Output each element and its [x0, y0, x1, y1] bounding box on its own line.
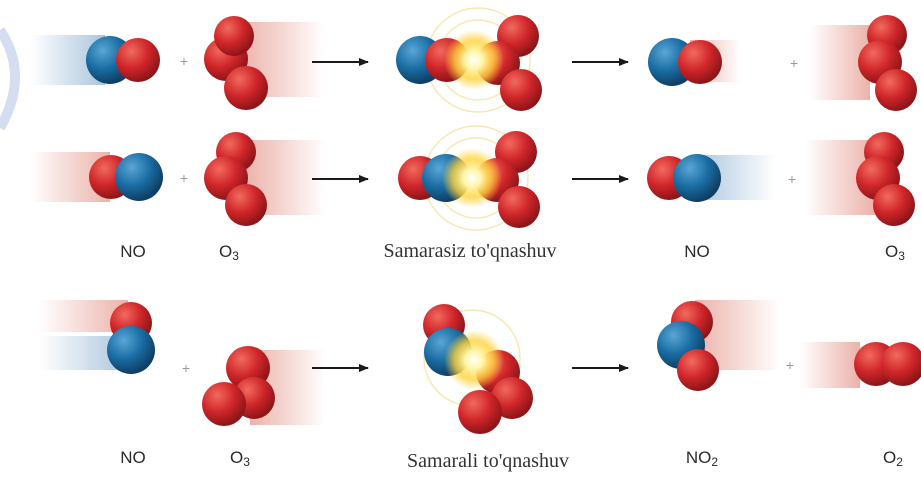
plus-sign: + [786, 357, 794, 373]
label-reactant-no: NO [120, 242, 146, 261]
collision-burst [442, 148, 502, 208]
oxygen-atom [500, 69, 542, 111]
label-effective-collision: Samarali to'qnashuv [407, 450, 569, 472]
molecule-o2 [854, 342, 921, 386]
collision-burst [444, 330, 504, 390]
row-effective: + + [40, 300, 921, 434]
molecule-no2 [657, 301, 719, 391]
oxygen-atom [225, 184, 267, 226]
oxygen-atom [498, 186, 540, 228]
oxygen-atom [678, 40, 722, 84]
oxygen-atom [224, 66, 268, 110]
molecule-no [648, 38, 722, 86]
label-product-o2: O2 [883, 448, 903, 469]
molecule-no [107, 302, 155, 374]
collision-ineffective [396, 7, 542, 113]
molecule-no [86, 36, 160, 84]
oxygen-atom [873, 184, 915, 226]
plus-sign: + [790, 55, 798, 71]
oxygen-atom [202, 382, 246, 426]
plus-sign: + [180, 170, 188, 186]
row-ineffective-2: + + [30, 125, 915, 231]
molecule-o3 [204, 16, 268, 110]
plus-sign: + [182, 360, 190, 376]
oxygen-atom [458, 390, 502, 434]
molecule-o3 [204, 132, 267, 226]
label-product-o3: O3 [885, 242, 905, 263]
oxygen-atom [116, 38, 160, 82]
collision-burst [444, 30, 504, 90]
oxygen-atom [677, 349, 719, 391]
molecule-o3 [202, 346, 275, 426]
oxygen-atom [881, 342, 921, 386]
oxygen-atom [214, 16, 254, 56]
left-edge-arc [0, 27, 20, 131]
label-ineffective-collision: Samarasiz to'qnashuv [383, 240, 557, 262]
label-product-no: NO [684, 242, 710, 261]
motion-trail [800, 342, 860, 388]
collision-effective [423, 304, 533, 434]
nitrogen-atom [673, 154, 721, 202]
molecule-o3 [858, 15, 917, 111]
label-reactant-no: NO [120, 448, 146, 467]
molecule-no [647, 154, 721, 202]
nitrogen-atom [107, 326, 155, 374]
plus-sign: + [788, 171, 796, 187]
row-ineffective-1: + + [30, 7, 917, 113]
collision-ineffective [398, 125, 540, 231]
molecule-o3 [856, 132, 915, 226]
nitrogen-atom [115, 153, 163, 201]
plus-sign: + [180, 53, 188, 69]
label-product-no2: NO2 [685, 448, 719, 469]
label-reactant-o3: O3 [219, 242, 239, 263]
molecule-no [89, 153, 163, 201]
oxygen-atom [875, 69, 917, 111]
label-reactant-o3: O3 [230, 448, 250, 469]
